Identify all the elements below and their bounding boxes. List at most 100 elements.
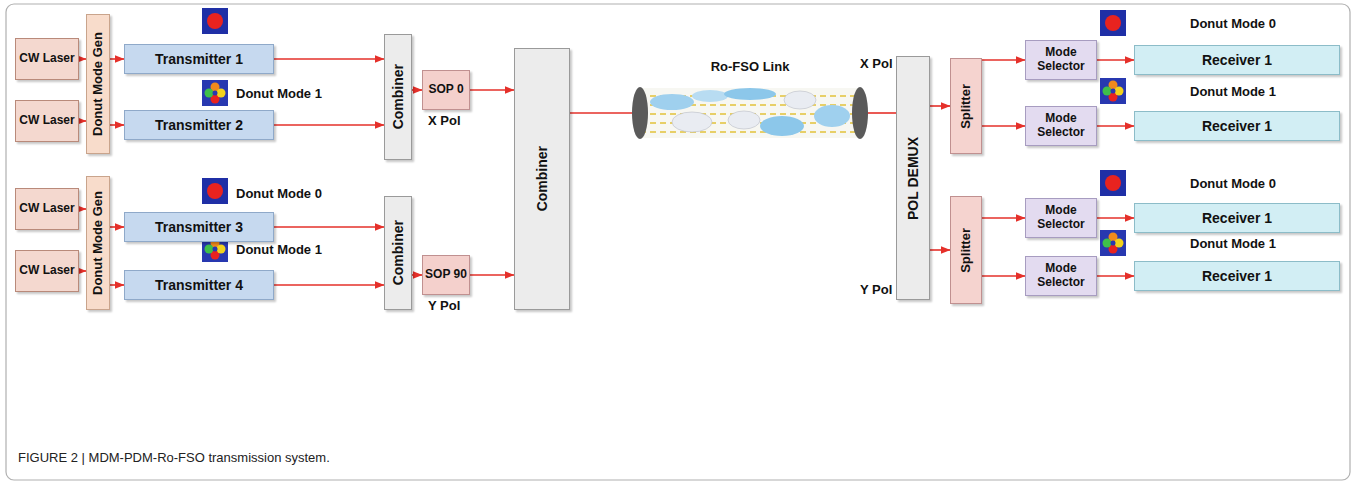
combiner-box: Combiner [384,196,412,310]
box-label: Combiner [390,64,406,129]
box-label: Receiver 1 [1202,118,1272,134]
sop-box: SOP 90 [422,255,470,295]
receiver-box: Receiver 1 [1134,45,1340,75]
mode1-icon [1100,230,1126,256]
signal-arrow [79,120,86,122]
splitter-box: Splitter [950,58,982,154]
signal-arrow [274,124,384,126]
box-label: POL DEMUX [905,137,921,220]
box-label: Receiver 1 [1202,52,1272,68]
transmitter-box: Transmitter 1 [124,44,274,74]
signal-label: X Pol [860,56,893,71]
box-label: SOP 90 [425,268,467,282]
figure-caption: FIGURE 2 | MDM-PDM-Ro-FSO transmission s… [18,450,330,465]
signal-arrow [274,58,384,60]
receiver-box: Receiver 1 [1134,261,1340,291]
signal-arrow [1097,217,1134,219]
signal-arrow [79,58,86,60]
signal-arrow [1097,125,1134,127]
signal-label: X Pol [428,113,461,128]
transmitter-box: Transmitter 3 [124,212,274,242]
signal-arrow [1097,59,1134,61]
signal-label: Donut Mode 0 [1190,16,1276,31]
box-label: Transmitter 2 [155,117,243,133]
mode-generator-box: Donut Mode Gen [86,14,110,154]
box-label: SOP 0 [428,83,463,97]
box-label: Transmitter 3 [155,219,243,235]
signal-label: Donut Mode 1 [1190,236,1276,251]
frame-border [6,4,1350,480]
mode1-icon [202,80,228,106]
pol-demux-box: POL DEMUX [896,56,930,300]
mode0-icon [1100,10,1126,36]
box-label: Combiner [390,220,406,285]
mode-selector-box: Mode Selector [1025,198,1097,238]
signal-arrow [982,59,1025,61]
fso-link: Ro-FSO Link [632,86,868,140]
box-label: CW Laser [19,52,74,66]
box-label: Mode Selector [1026,46,1096,74]
signal-arrow [930,249,950,251]
box-label: Transmitter 4 [155,277,243,293]
box-label: CW Laser [19,114,74,128]
signal-arrow [982,275,1025,277]
mode1-icon [1100,78,1126,104]
signal-arrow [274,284,384,286]
box-label: Receiver 1 [1202,210,1272,226]
signal-arrow [470,274,514,276]
mode-selector-box: Mode Selector [1025,40,1097,80]
signal-label: Y Pol [428,298,460,313]
box-label: Mode Selector [1026,112,1096,140]
box-label: Donut Mode Gen [91,191,106,295]
signal-label: Donut Mode 0 [1190,176,1276,191]
laser-box: CW Laser [15,250,79,292]
link-heading: Ro-FSO Link [632,60,868,75]
mode0-icon [1100,170,1126,196]
signal-arrow [868,112,896,114]
signal-arrow [1097,275,1134,277]
signal-arrow [274,226,384,228]
signal-arrow [79,270,86,272]
mode-generator-box: Donut Mode Gen [86,176,110,310]
laser-box: CW Laser [15,100,79,142]
mode-selector-box: Mode Selector [1025,256,1097,296]
signal-arrow [570,112,632,114]
signal-arrow [412,274,422,276]
signal-arrow [470,89,514,91]
signal-label: Donut Mode 1 [1190,84,1276,99]
box-label: CW Laser [19,264,74,278]
mode0-icon [202,8,228,34]
signal-arrow [930,105,950,107]
signal-label: Y Pol [860,282,892,297]
box-label: Transmitter 1 [155,51,243,67]
box-label: Splitter [959,228,974,273]
signal-arrow [110,58,124,60]
combiner-box: Combiner [514,48,570,310]
signal-arrow [79,208,86,210]
laser-box: CW Laser [15,188,79,230]
signal-label: Donut Mode 0 [236,186,322,201]
splitter-box: Splitter [950,196,982,304]
box-label: Donut Mode Gen [91,32,106,136]
signal-label: Donut Mode 1 [236,86,322,101]
fso-cylinder [632,86,868,140]
box-label: Mode Selector [1026,204,1096,232]
signal-arrow [110,226,124,228]
box-label: Mode Selector [1026,262,1096,290]
signal-arrow [412,89,422,91]
signal-arrow [982,217,1025,219]
receiver-box: Receiver 1 [1134,203,1340,233]
mode0-icon [202,178,228,204]
transmitter-box: Transmitter 2 [124,110,274,140]
signal-arrow [110,284,124,286]
mode-selector-box: Mode Selector [1025,106,1097,146]
signal-arrow [982,125,1025,127]
box-label: CW Laser [19,202,74,216]
signal-arrow [110,124,124,126]
laser-box: CW Laser [15,38,79,80]
box-label: Receiver 1 [1202,268,1272,284]
receiver-box: Receiver 1 [1134,111,1340,141]
box-label: Splitter [959,84,974,129]
signal-label: Donut Mode 1 [236,242,322,257]
